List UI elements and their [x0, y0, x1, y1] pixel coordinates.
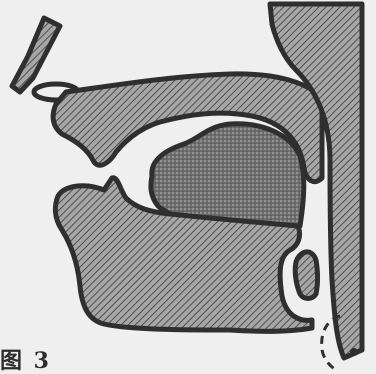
nose-bridge [12, 18, 60, 92]
figure-caption: 图 3 [0, 350, 51, 372]
epiglottis [295, 252, 317, 299]
dark-mark [350, 348, 358, 356]
